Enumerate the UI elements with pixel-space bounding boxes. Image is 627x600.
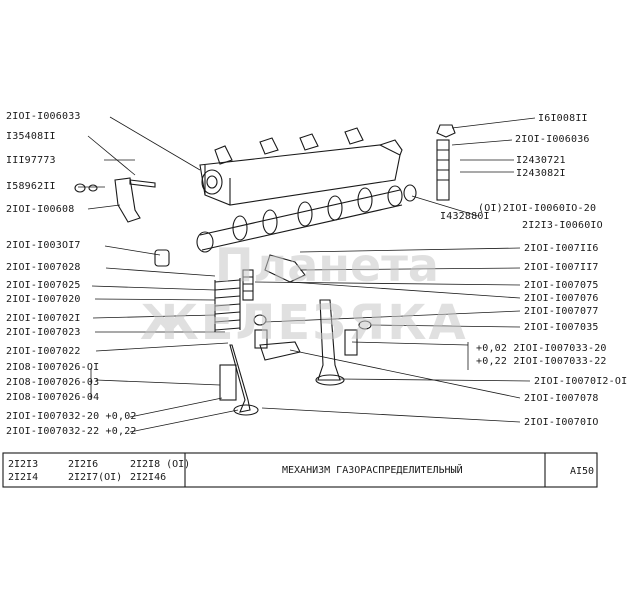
model-code: 2I2I46 bbox=[130, 472, 167, 483]
label-left-10: 2IOI-I007023 bbox=[6, 327, 81, 338]
label-right-0: I6I008II bbox=[538, 113, 588, 124]
label-right-17: 2IOI-I0070IO bbox=[524, 417, 599, 428]
model-code: 2I2I3 bbox=[8, 459, 39, 470]
title-block-frame bbox=[2, 452, 598, 488]
label-right-10: 2IOI-I007076 bbox=[524, 293, 599, 304]
label-left-2: III97773 bbox=[6, 155, 56, 166]
model-code: 2I2I7(OI) bbox=[68, 472, 123, 483]
model-code: 2I2I6 bbox=[68, 459, 99, 470]
label-right-2: I2430721 bbox=[516, 155, 566, 166]
label-right-3: I243082I bbox=[516, 168, 566, 179]
stud-right bbox=[436, 124, 456, 201]
label-left-9: 2IOI-I00702I bbox=[6, 313, 81, 324]
label-left-6: 2IOI-I007028 bbox=[6, 262, 81, 273]
label-right-16: 2IOI-I007078 bbox=[524, 393, 599, 404]
model-code: 2I2I4 bbox=[8, 472, 39, 483]
watermark-line1: Планета bbox=[215, 238, 439, 292]
label-left-11: 2IOI-I007022 bbox=[6, 346, 81, 357]
label-right-1: 2IOI-I006036 bbox=[515, 134, 590, 145]
label-left-5: 2IOI-I003OI7 bbox=[6, 240, 81, 251]
label-right-7: 2IOI-I007II6 bbox=[524, 243, 599, 254]
label-right-12: 2IOI-I007035 bbox=[524, 322, 599, 333]
valve-spring bbox=[214, 278, 241, 332]
label-left-3: I58962II bbox=[6, 181, 56, 192]
label-right-8: 2IOI-I007II7 bbox=[524, 262, 599, 273]
camshaft-housing bbox=[199, 127, 403, 206]
label-right-11: 2IOI-I007077 bbox=[524, 306, 599, 317]
plug bbox=[403, 184, 417, 202]
exploded-view-drawing bbox=[2, 116, 598, 488]
label-right-4: I432880I bbox=[440, 211, 490, 222]
label-left-12: 2IO8-I007026-OI bbox=[6, 362, 100, 373]
label-right-13: +0,02 2IOI-I007033-20 bbox=[476, 343, 607, 354]
label-left-0: 2IOI-I006033 bbox=[6, 111, 81, 122]
label-left-1: I35408II bbox=[6, 131, 56, 142]
label-right-14: +0,22 2IOI-I007033-22 bbox=[476, 356, 607, 367]
sheet-number: AI50 bbox=[570, 466, 595, 477]
model-code: 2I2I8 (OI) bbox=[130, 459, 191, 470]
label-left-16: 2IOI-I007032-22 +0,22 bbox=[6, 426, 137, 437]
diagram-title: МЕХАНИЗМ ГАЗОРАСПРЕДЕЛИТЕЛЬНЫЙ bbox=[282, 465, 463, 476]
label-right-5: (OI)2IOI-I0060IO-20 bbox=[478, 203, 597, 214]
label-left-14: 2IO8-I007026-04 bbox=[6, 392, 100, 403]
stud-left bbox=[129, 179, 156, 188]
label-left-7: 2IOI-I007025 bbox=[6, 280, 81, 291]
label-left-4: 2IOI-I00608 bbox=[6, 204, 75, 215]
label-left-8: 2IOI-I007020 bbox=[6, 294, 81, 305]
camshaft bbox=[196, 185, 403, 253]
parts-diagram-page: Планета ЖЕЛЕЗЯКА 2IOI-I006033 I35408II I… bbox=[2, 111, 627, 488]
label-left-15: 2IOI-I007032-20 +0,02 bbox=[6, 411, 137, 422]
watermark-line2: ЖЕЛЕЗЯКА bbox=[140, 295, 468, 351]
label-right-9: 2IOI-I007075 bbox=[524, 280, 599, 291]
label-right-6: 2I2I3-I0060IO bbox=[522, 220, 603, 231]
label-right-15: 2IOI-I0070I2-OI bbox=[534, 376, 627, 387]
label-left-13: 2IO8-I007026-03 bbox=[6, 377, 100, 388]
